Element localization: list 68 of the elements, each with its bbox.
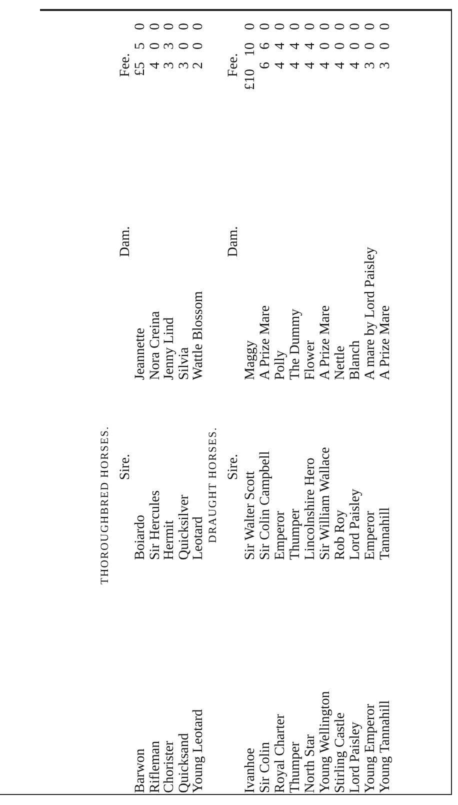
sire-name: Sir William Wallace: [318, 447, 333, 560]
column-header: Dam.: [118, 226, 133, 257]
horse-name: Chorister: [162, 740, 178, 793]
fee-amount: £10 10 0: [243, 23, 258, 92]
column-header: Fee.: [226, 53, 241, 77]
fee-amount: 4 4 0: [288, 23, 303, 71]
horse-name: Quicksand: [176, 733, 192, 793]
dam-name: Silvia: [176, 347, 192, 380]
sire-name: Rob Roy: [333, 510, 348, 560]
column-header: Sire.: [226, 454, 241, 480]
horse-name: North Star: [303, 734, 318, 793]
fee-amount: 4 0 0: [333, 23, 348, 71]
fee-amount: 4 4 0: [303, 23, 318, 71]
fee-amount: £5 5 0: [133, 23, 148, 78]
horse-name: Sir Colin: [258, 742, 273, 793]
column-header: Fee.: [118, 53, 133, 77]
section-heading: DRAUGHT HORSES.: [206, 426, 220, 543]
dam-name: Maggy: [243, 340, 258, 380]
fee-amount: 3 3 0: [162, 23, 178, 71]
dam-name: A Prize Mare: [318, 305, 333, 380]
horse-name: Young Wellington: [318, 691, 333, 793]
column-header: Sire.: [118, 454, 133, 480]
horse-name: Thumper: [288, 742, 303, 793]
dam-name: Jeannette: [133, 328, 148, 380]
horse-name: Lord Paisley: [348, 722, 363, 793]
fee-amount: 3 0 0: [176, 23, 192, 71]
dam-name: A Prize Mare: [258, 305, 273, 380]
sire-name: Lincolnshire Hero: [303, 458, 318, 560]
sire-name: Leotard: [191, 516, 206, 560]
dam-name: Polly: [273, 350, 288, 380]
sire-name: Boiardo: [133, 514, 148, 560]
sire-name: Sir Walter Scott: [243, 471, 258, 560]
horse-name: Young Emperor: [363, 704, 378, 793]
sire-name: Lord Paisley: [348, 488, 363, 560]
dam-name: Blanch: [348, 340, 363, 380]
fee-amount: 3 0 0: [363, 23, 378, 71]
horse-name: Barwon: [133, 748, 148, 793]
dam-name: The Dummy: [288, 308, 303, 380]
sire-name: Tannahill: [378, 507, 393, 560]
sire-name: Sir Hercules: [148, 490, 163, 560]
column-header: Dam.: [226, 226, 241, 257]
sire-name: Emperor: [273, 511, 288, 560]
horse-name: Stirling Castle: [333, 712, 348, 793]
sire-name: Hermit: [162, 520, 178, 560]
dam-name: Wattle Blossom: [191, 291, 206, 380]
sire-name: Quicksilver: [176, 494, 192, 560]
sire-name: Sir Colin Campbell: [258, 451, 273, 560]
dam-name: Flower: [303, 340, 318, 380]
dam-name: A mare by Lord Paisley: [363, 247, 378, 380]
fee-amount: 3 0 0: [378, 23, 393, 71]
horse-name: Royal Charter: [273, 714, 288, 793]
dam-name: Nettle: [333, 346, 348, 380]
fee-amount: 4 4 0: [273, 23, 288, 71]
dam-name: Jenny Lind: [162, 317, 178, 380]
horse-name: Ivanhoe: [243, 748, 258, 793]
sire-name: Thumper: [288, 508, 303, 560]
fee-amount: 2 0 0: [191, 23, 206, 71]
fee-amount: 4 0 0: [348, 23, 363, 71]
fee-amount: 6 6 0: [258, 23, 273, 71]
fee-amount: 4 0 0: [148, 23, 163, 71]
horse-name: Young Tannahill: [378, 700, 393, 793]
sire-name: Emperor: [363, 511, 378, 560]
fee-amount: 4 0 0: [318, 23, 333, 71]
horse-name: Young Leotard: [191, 709, 206, 793]
horse-name: Rifleman: [148, 740, 163, 793]
dam-name: Nora Creina: [148, 311, 163, 380]
section-heading: THOROUGHBRED HORSES.: [98, 426, 112, 584]
dam-name: A Prize Mare: [378, 305, 393, 380]
